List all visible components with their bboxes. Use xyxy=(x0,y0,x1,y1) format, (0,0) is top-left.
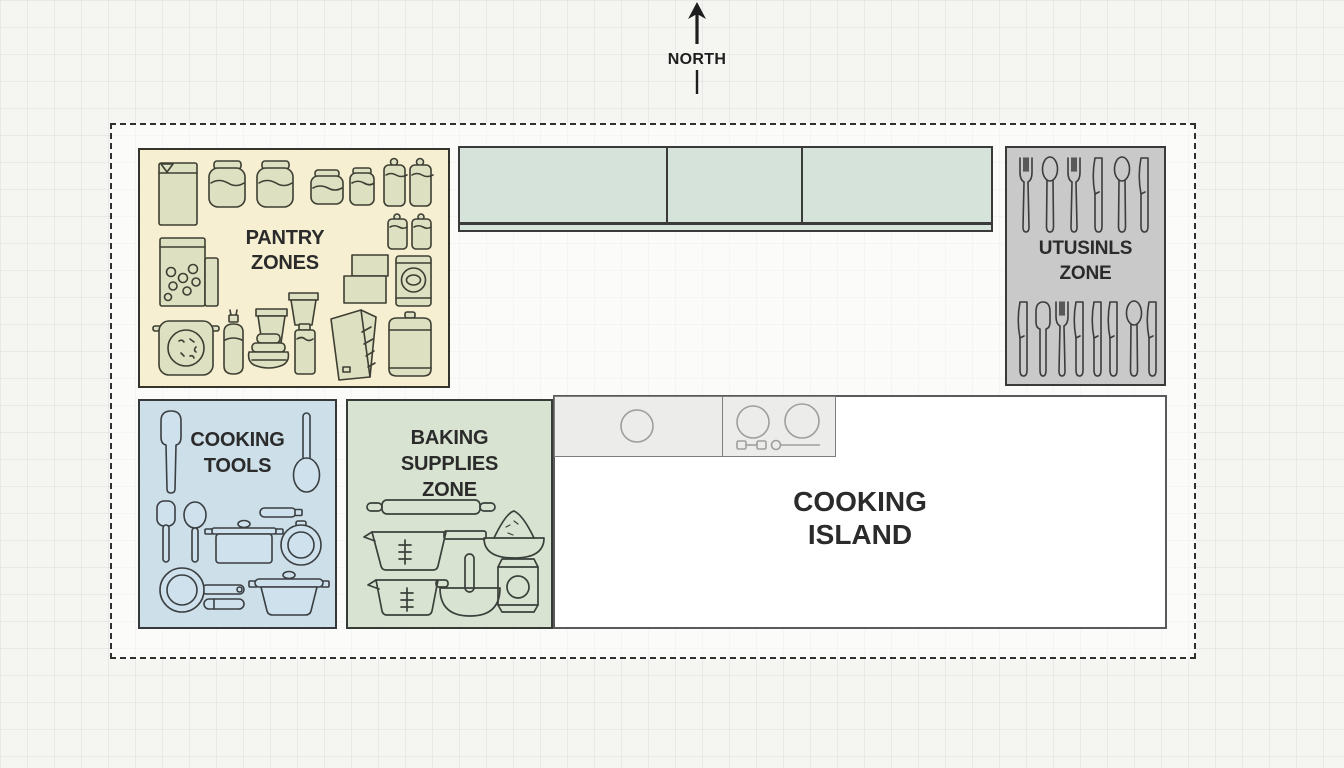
cooking-island-label: COOKING ISLAND xyxy=(793,486,927,550)
ladle-spoon-icon xyxy=(292,412,321,493)
spoon-icon xyxy=(183,501,207,563)
spoon-icon xyxy=(1041,156,1059,233)
slim-bottle-icon xyxy=(294,323,316,375)
jar-icon xyxy=(256,160,294,208)
baking-supplies-zone: BAKING SUPPLIES ZONE xyxy=(346,399,553,629)
cereal-box-icon xyxy=(158,162,198,226)
north-compass: NORTH xyxy=(662,2,732,99)
utensils-zone: UTUSINLS ZONE xyxy=(1005,146,1166,386)
pot-handle-icon xyxy=(259,507,303,518)
baking-zone-label: BAKING SUPPLIES ZONE xyxy=(400,427,499,501)
lid-icon xyxy=(280,520,322,566)
stove-counter xyxy=(722,396,836,457)
knife-icon xyxy=(1017,301,1028,377)
paddle-icon xyxy=(1035,301,1051,377)
pantry-zone-label: PANTRY ZONES xyxy=(245,227,325,274)
wall-cabinet xyxy=(458,146,993,232)
dutch-oven-icon xyxy=(248,570,330,616)
pantry-icons xyxy=(152,157,434,381)
jar-icon xyxy=(310,169,344,205)
knife-icon xyxy=(1091,301,1102,377)
fork-icon xyxy=(1019,157,1033,233)
pot-handle-icon xyxy=(203,598,245,610)
cookie-tin-icon xyxy=(152,320,220,376)
spatula-icon xyxy=(156,500,176,563)
cooking-tools-zone-label: COOKING TOOLS xyxy=(190,429,285,477)
mixing-bowl-icon xyxy=(439,553,501,617)
measuring-cup-icon xyxy=(363,530,487,571)
canister-icon xyxy=(387,213,408,250)
tub-icon xyxy=(288,292,319,326)
canister-icon xyxy=(409,157,434,207)
measuring-cup-icon xyxy=(367,579,449,616)
north-line xyxy=(695,70,699,94)
jar-icon xyxy=(208,160,246,208)
wall-cabinet-doors xyxy=(458,146,993,224)
flour-bag-icon xyxy=(159,237,219,307)
cabinet-divider xyxy=(801,148,803,222)
wall-cabinet-shelf xyxy=(458,223,993,232)
spray-bottle-icon xyxy=(223,309,244,375)
canister-icon xyxy=(383,157,408,207)
cooking-tools-zone: COOKING TOOLS xyxy=(138,399,337,629)
wedge-box-icon xyxy=(330,309,377,381)
stove-burners-icon xyxy=(736,403,820,451)
frying-pan-icon xyxy=(159,567,245,613)
flour-bag-icon xyxy=(497,558,539,613)
baking-icons xyxy=(363,499,545,617)
fork-icon xyxy=(1067,157,1081,233)
stacked-boxes-icon xyxy=(343,254,389,304)
north-label: NORTH xyxy=(667,51,727,68)
cabinet-divider xyxy=(666,148,668,222)
oats-canister-icon xyxy=(395,255,432,307)
sink-icon xyxy=(620,409,654,443)
flour-bowl-icon xyxy=(483,510,545,559)
rolling-pin-icon xyxy=(366,499,496,515)
lidded-canister-icon xyxy=(388,311,432,377)
stockpot-icon xyxy=(204,519,284,564)
stacked-tins-icon xyxy=(247,333,290,369)
utensils-zone-label: UTUSINLS ZONE xyxy=(1038,238,1133,284)
north-arrow-icon xyxy=(688,2,706,44)
jar-icon xyxy=(349,167,375,206)
spoon-icon xyxy=(1113,156,1131,233)
knife-icon xyxy=(1138,157,1149,233)
canister-icon xyxy=(411,213,432,250)
knife-icon xyxy=(1146,301,1157,377)
cooking-tools-icons xyxy=(156,410,330,616)
sink-counter xyxy=(554,396,723,457)
cooking-island: COOKING ISLAND xyxy=(553,395,1167,629)
knife-icon xyxy=(1092,157,1103,233)
knife-icon xyxy=(1107,301,1118,377)
fork-icon xyxy=(1055,301,1069,377)
spoon-icon xyxy=(1125,300,1143,377)
knife-icon xyxy=(1073,301,1084,377)
pantry-zone: PANTRY ZONES xyxy=(138,148,450,388)
spatula-icon xyxy=(160,410,182,494)
